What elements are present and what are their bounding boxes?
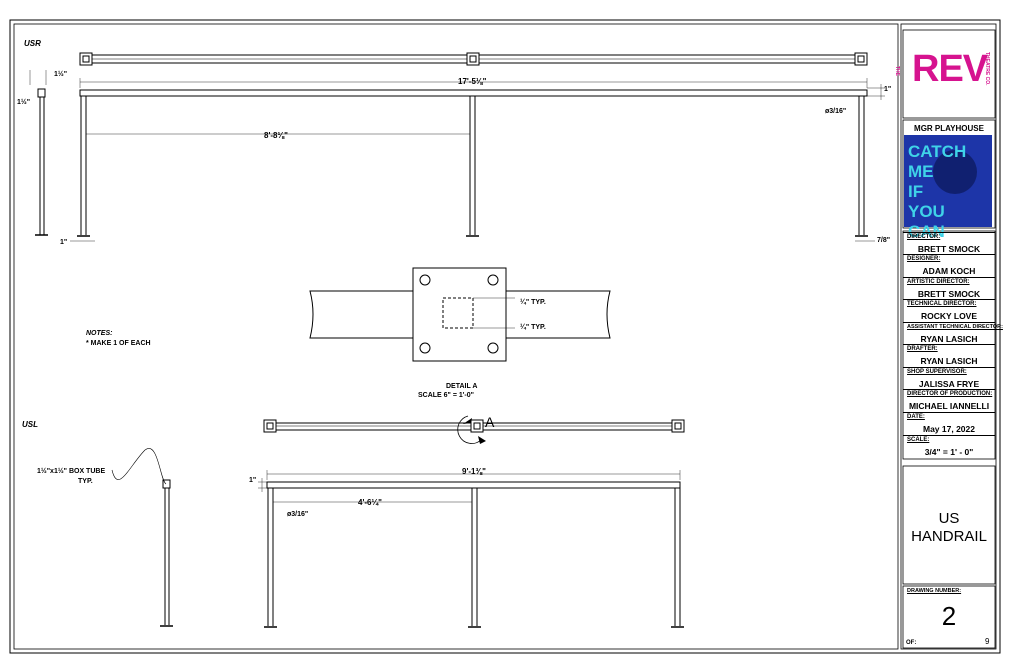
usr-dim-side-b: 1½" (17, 98, 30, 106)
drawing-title-box (902, 465, 996, 585)
tb-director-value: BRETT SMOCK (917, 244, 981, 254)
tb-scale-value: 3/4" = 1' - 0" (924, 447, 974, 457)
drawing-title-line1: US (938, 510, 960, 527)
tb-director-label: DIRECTOR: (907, 234, 941, 240)
tb-date-label: DATE: (907, 414, 925, 420)
tb-technical-director: TECHNICAL DIRECTOR: ROCKY LOVE (903, 299, 995, 322)
usr-dimension-lines (70, 78, 885, 242)
show-art-title: CATCH ME IF YOU CAN (908, 142, 967, 241)
tb-atd-value: RYAN LASICH (920, 334, 978, 344)
rev-logo-side-left: THE (894, 66, 900, 76)
usr-view-label: USR (24, 39, 41, 48)
tb-designer: DESIGNER: ADAM KOCH (903, 254, 995, 277)
tb-technical-director-label: TECHNICAL DIRECTOR: (907, 301, 977, 307)
rev-logo-side-right: THEATRE CO. (984, 52, 990, 86)
tb-drafter: DRAFTER: RYAN LASICH (903, 344, 995, 367)
box-tube-note: 1½"x1½" BOX TUBE (37, 467, 105, 475)
tb-scale-label: SCALE: (907, 437, 930, 443)
credits-box (902, 230, 996, 460)
box-tube-leader (111, 448, 167, 485)
usr-dim-rail-h: 1" (884, 86, 891, 93)
usl-plan-rail (263, 415, 685, 444)
tb-drafter-label: DRAFTER: (907, 346, 938, 352)
detail-a-drawing (309, 267, 611, 362)
venue-name: MGR PLAYHOUSE (914, 124, 984, 133)
detail-title: DETAIL A (446, 383, 477, 390)
sheet-border-inner (13, 23, 899, 650)
usl-view-label: USL (22, 420, 38, 429)
tb-atd: ASSISTANT TECHNICAL DIRECTOR: RYAN LASIC… (903, 322, 1003, 345)
tb-date-value: May 17, 2022 (923, 424, 975, 434)
usr-plan-rail (79, 52, 868, 66)
tb-dop: DIRECTOR OF PRODUCTION: MICHAEL IANNELLI (903, 389, 995, 412)
usr-dim-side-a: 1½" (54, 70, 67, 78)
tb-scale: SCALE: 3/4" = 1' - 0" (903, 435, 995, 458)
notes-heading: NOTES: (86, 330, 112, 337)
drawing-number: 2 (941, 601, 957, 631)
usl-elevation (264, 481, 684, 628)
drawing-title-line2: HANDRAIL (911, 528, 987, 545)
tb-shop-supervisor-label: SHOP SUPERVISOR: (907, 369, 967, 375)
rev-logo: REV (912, 48, 988, 90)
detail-scale: SCALE 6" = 1'-0" (418, 392, 474, 399)
tb-director: DIRECTOR: BRETT SMOCK (903, 232, 995, 255)
usr-dim-hole: ø3/16" (825, 108, 846, 115)
tb-shop-supervisor-value: JALISSA FRYE (918, 379, 980, 389)
usr-dim-overall: 17'-5⅛" (458, 77, 487, 86)
usr-dim-mid: 8'-8⅛" (264, 131, 288, 140)
drawing-number-label: DRAWING NUMBER: (907, 588, 962, 594)
tb-technical-director-value: ROCKY LOVE (920, 311, 978, 321)
logo-box (902, 29, 996, 119)
usr-side-post (29, 70, 48, 236)
usr-dim-post-w: 1" (60, 239, 67, 246)
tb-shop-supervisor: SHOP SUPERVISOR: JALISSA FRYE (903, 367, 995, 390)
notes-line: * MAKE 1 OF EACH (86, 340, 151, 347)
detail-typ-b: ¼" TYP. (520, 323, 546, 331)
usl-dim-hole: ø3/16" (287, 511, 308, 518)
usl-dim-mid: 4'-6¼" (358, 498, 382, 507)
tb-artistic-director: ARTISTIC DIRECTOR: BRETT SMOCK (903, 277, 995, 300)
show-art-figure (933, 150, 977, 194)
tb-date: DATE: May 17, 2022 (903, 412, 995, 435)
venue-box (902, 119, 996, 229)
usl-dim-overall: 9'-1⅜" (462, 467, 486, 476)
of-total: 9 (985, 637, 990, 646)
tb-designer-label: DESIGNER: (907, 256, 941, 262)
tb-artistic-director-label: ARTISTIC DIRECTOR: (907, 279, 970, 285)
tb-drafter-value: RYAN LASICH (920, 356, 978, 366)
drawing-number-box (902, 585, 996, 649)
detail-callout-a: A (485, 414, 495, 430)
title-block-frame (900, 23, 997, 650)
detail-typ-a: ¼" TYP. (520, 298, 546, 306)
of-label: OF: (906, 640, 917, 646)
usl-dim-rail-h: 1" (249, 477, 256, 484)
tb-atd-label: ASSISTANT TECHNICAL DIRECTOR: (907, 324, 1003, 330)
usr-elevation (77, 89, 868, 237)
tb-designer-value: ADAM KOCH (922, 266, 976, 276)
usl-side-post (160, 479, 173, 627)
tb-artistic-director-value: BRETT SMOCK (917, 289, 981, 299)
usl-dimension-lines (258, 470, 681, 503)
tb-dop-label: DIRECTOR OF PRODUCTION: (907, 391, 993, 397)
box-tube-typ: TYP. (78, 478, 93, 485)
tb-dop-value: MICHAEL IANNELLI (908, 401, 990, 411)
sheet-border-outer (9, 19, 1001, 654)
usr-dim-foot: 7/8" (877, 237, 890, 244)
